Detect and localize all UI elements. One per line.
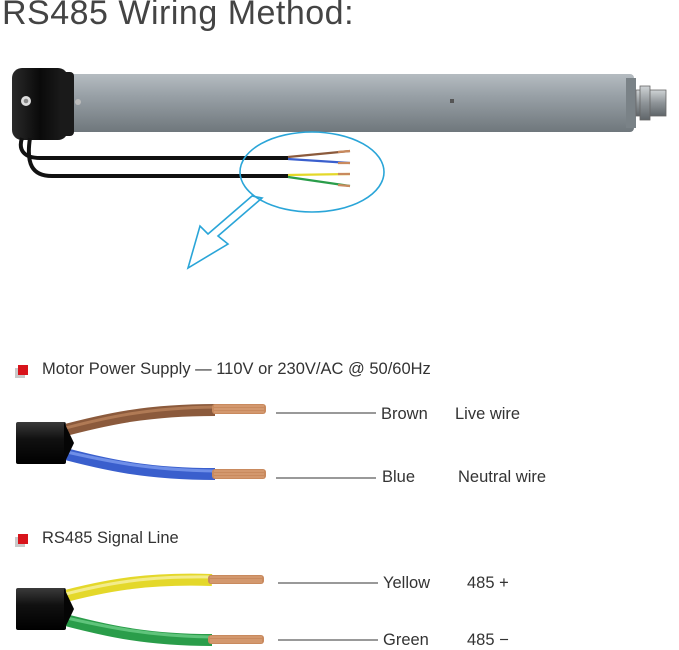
motor-cable-lower	[26, 137, 290, 178]
label-yellow: Yellow	[383, 574, 431, 592]
section-power-heading: Motor Power Supply — 110V or 230V/AC @ 5…	[18, 360, 431, 379]
section-power-heading-text: Motor Power Supply — 110V or 230V/AC @ 5…	[42, 360, 431, 378]
signal-cable-sheath	[16, 588, 66, 630]
section-signal-heading: RS485 Signal Line	[18, 529, 179, 548]
motor-end-cap	[626, 78, 636, 128]
motor-screw	[450, 99, 454, 103]
tubular-motor	[12, 68, 667, 188]
power-cable-sheath	[16, 422, 66, 464]
motor-tube	[60, 74, 634, 132]
callout	[186, 131, 385, 270]
motor-cable-upper	[18, 137, 290, 160]
motor-head	[12, 68, 68, 140]
label-brown: Brown	[381, 405, 428, 423]
callout-ellipse	[239, 131, 385, 213]
label-485-minus: 485 −	[467, 631, 509, 649]
label-485-plus: 485 +	[467, 574, 509, 592]
wire-yellow	[56, 573, 213, 604]
signal-cable	[16, 573, 378, 646]
section-signal-heading-text: RS485 Signal Line	[42, 529, 179, 547]
wire-brown	[56, 404, 216, 438]
label-blue: Blue	[382, 468, 416, 486]
callout-arrow	[186, 195, 264, 270]
label-green: Green	[383, 631, 429, 649]
page-title: RS485 Wiring Method:	[2, 0, 355, 32]
label-live-wire: Live wire	[455, 405, 521, 423]
power-cable	[16, 404, 376, 480]
bullet-icon	[18, 364, 28, 375]
wire-blue	[56, 446, 216, 480]
bullet-icon	[18, 533, 28, 544]
wire-green	[56, 612, 213, 646]
label-neutral-wire: Neutral wire	[458, 468, 547, 486]
